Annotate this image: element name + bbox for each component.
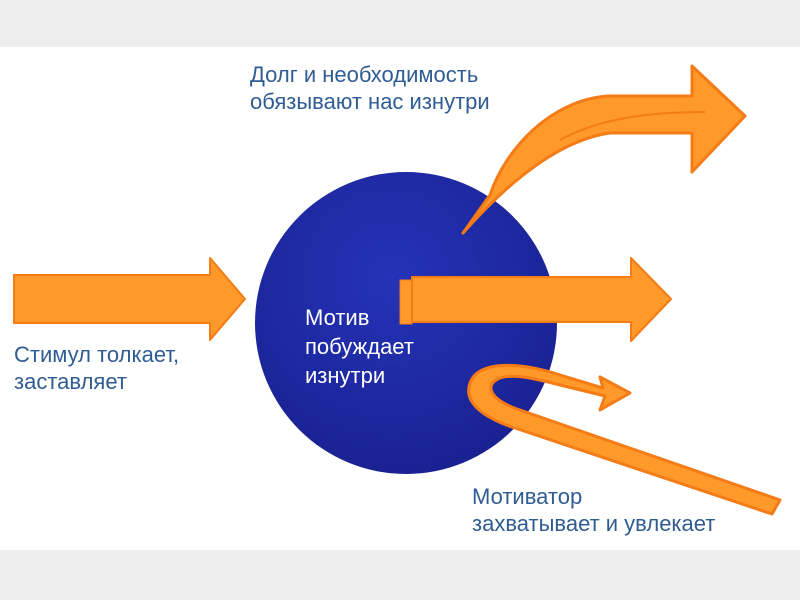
- duty-arrow-highlight: [559, 111, 706, 141]
- motive-arrow: [411, 257, 672, 342]
- duty-arrow: [461, 64, 747, 235]
- stimulus-label: Стимул толкает, заставляет: [14, 342, 180, 394]
- stimulus-arrow: [13, 257, 246, 341]
- motivator-label: Мотиватор захватывает и увлекает: [472, 484, 716, 536]
- motive-label: Мотив побуждает изнутри: [305, 305, 414, 388]
- duty-label: Долг и необходимость обязывают нас изнут…: [250, 62, 490, 114]
- motivator-hook-arrow: [467, 363, 782, 516]
